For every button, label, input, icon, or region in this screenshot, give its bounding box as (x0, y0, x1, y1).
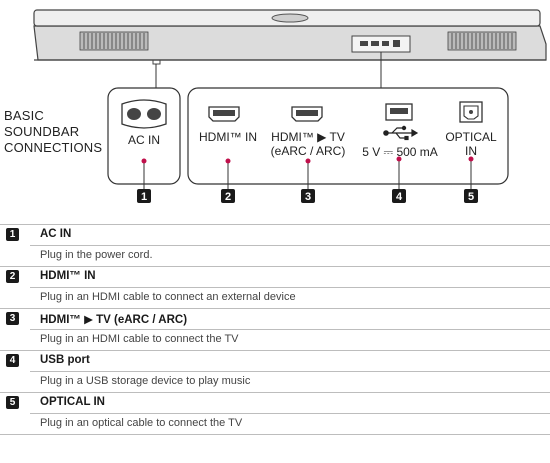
table-row-2-head: 2 HDMI™ IN (0, 267, 550, 287)
marker-5: 5 (464, 189, 478, 203)
soundbar-body (33, 9, 547, 61)
right-grille (447, 31, 517, 51)
basic-connections-label: BASIC SOUNDBAR CONNECTIONS (4, 108, 102, 156)
row-2-number: 2 (6, 270, 19, 283)
left-grille (79, 31, 149, 51)
ac-in-label: AC IN (127, 133, 160, 147)
optical-in-label: OPTICAL IN (441, 130, 501, 158)
svg-text:2: 2 (225, 191, 231, 203)
usb-port-icon (385, 103, 413, 121)
table-rule (0, 434, 550, 435)
hdmi-tv-label-line-1: HDMI™ ▶ TV (271, 130, 345, 144)
marker-2: 2 (221, 189, 235, 203)
usb-label: 5 V ⎓ 500 mA (362, 145, 438, 159)
marker-leaders (143, 159, 472, 189)
row-3-number: 3 (6, 312, 19, 325)
table-rule (30, 371, 550, 372)
table-row-1-head: 1 AC IN (0, 225, 550, 245)
hdmi-tv-label: HDMI™ ▶ TV (eARC / ARC) (268, 130, 348, 158)
table-rule (0, 266, 550, 267)
table-rule (0, 392, 550, 393)
table-rule (0, 350, 550, 351)
connections-diagram: 1 2 3 4 5 BASIC SOUNDBAR CONNECTIONS (0, 0, 550, 215)
hdmi-tv-label-line-2: (eARC / ARC) (270, 144, 346, 158)
row-5-description: Plug in an optical cable to connect the … (40, 417, 243, 429)
table-row-5-desc: Plug in an optical cable to connect the … (0, 414, 550, 434)
marker-dots (141, 156, 474, 164)
row-4-number: 4 (6, 354, 19, 367)
marker-1: 1 (137, 189, 151, 203)
table-rule (0, 308, 550, 309)
hdmi-in-dot (225, 158, 231, 164)
number-markers: 1 2 3 4 5 (137, 189, 478, 203)
rear-port-bay (351, 35, 411, 53)
side-label-line-1: BASIC (4, 108, 45, 123)
row-1-number: 1 (6, 228, 19, 241)
hdmi-tv-port-icon (291, 106, 323, 122)
ac-in-dot (141, 158, 147, 164)
table-row-4-head: 4 USB port (0, 351, 550, 371)
optical-label-line-1: OPTICAL (445, 130, 497, 144)
table-row-5-head: 5 OPTICAL IN (0, 393, 550, 413)
row-5-number: 5 (6, 396, 19, 409)
row-4-description: Plug in a USB storage device to play mus… (40, 375, 251, 387)
row-1-title: AC IN (40, 228, 72, 240)
side-label-line-3: CONNECTIONS (4, 140, 103, 155)
row-1-description: Plug in the power cord. (40, 249, 153, 261)
row-4-title: USB port (40, 354, 90, 366)
ports-panel (187, 87, 509, 185)
hdmi-tv-dot (305, 158, 311, 164)
table-row-4-desc: Plug in a USB storage device to play mus… (0, 372, 550, 392)
optical-dot (468, 156, 474, 162)
table-row-3-head: 3 HDMI™ ▶ TV (eARC / ARC) (0, 309, 550, 329)
row-2-title: HDMI™ IN (40, 270, 96, 282)
row-2-description: Plug in an HDMI cable to connect an exte… (40, 291, 296, 303)
marker-3: 3 (301, 189, 315, 203)
row-3-title: HDMI™ ▶ TV (eARC / ARC) (40, 314, 188, 326)
svg-text:3: 3 (305, 191, 311, 203)
table-row-2-desc: Plug in an HDMI cable to connect an exte… (0, 288, 550, 308)
side-label-line-2: SOUNDBAR (4, 124, 80, 139)
svg-text:1: 1 (141, 191, 147, 203)
ac-socket-icon (121, 99, 167, 129)
row-5-title: OPTICAL IN (40, 396, 105, 408)
optical-label-line-2: IN (465, 144, 477, 158)
hdmi-in-port-icon (208, 106, 240, 122)
usb-symbol-icon (383, 125, 419, 141)
soundbar-illustration: 1 2 3 4 5 (33, 9, 547, 203)
table-row-3-desc: Plug in an HDMI cable to connect the TV (0, 330, 550, 350)
hdmi-in-label: HDMI™ IN (199, 130, 257, 144)
leader-lines (155, 52, 382, 88)
usb-dot (396, 156, 402, 162)
table-rule (30, 413, 550, 414)
table-rule (30, 329, 550, 330)
table-rule (30, 287, 550, 288)
table-row-1-desc: Plug in the power cord. (0, 246, 550, 266)
optical-port-icon (459, 101, 483, 123)
row-3-description: Plug in an HDMI cable to connect the TV (40, 333, 239, 345)
svg-text:4: 4 (396, 191, 403, 203)
table-rule (30, 245, 550, 246)
marker-4: 4 (392, 189, 406, 203)
svg-text:5: 5 (468, 191, 474, 203)
table-rule (0, 224, 550, 225)
